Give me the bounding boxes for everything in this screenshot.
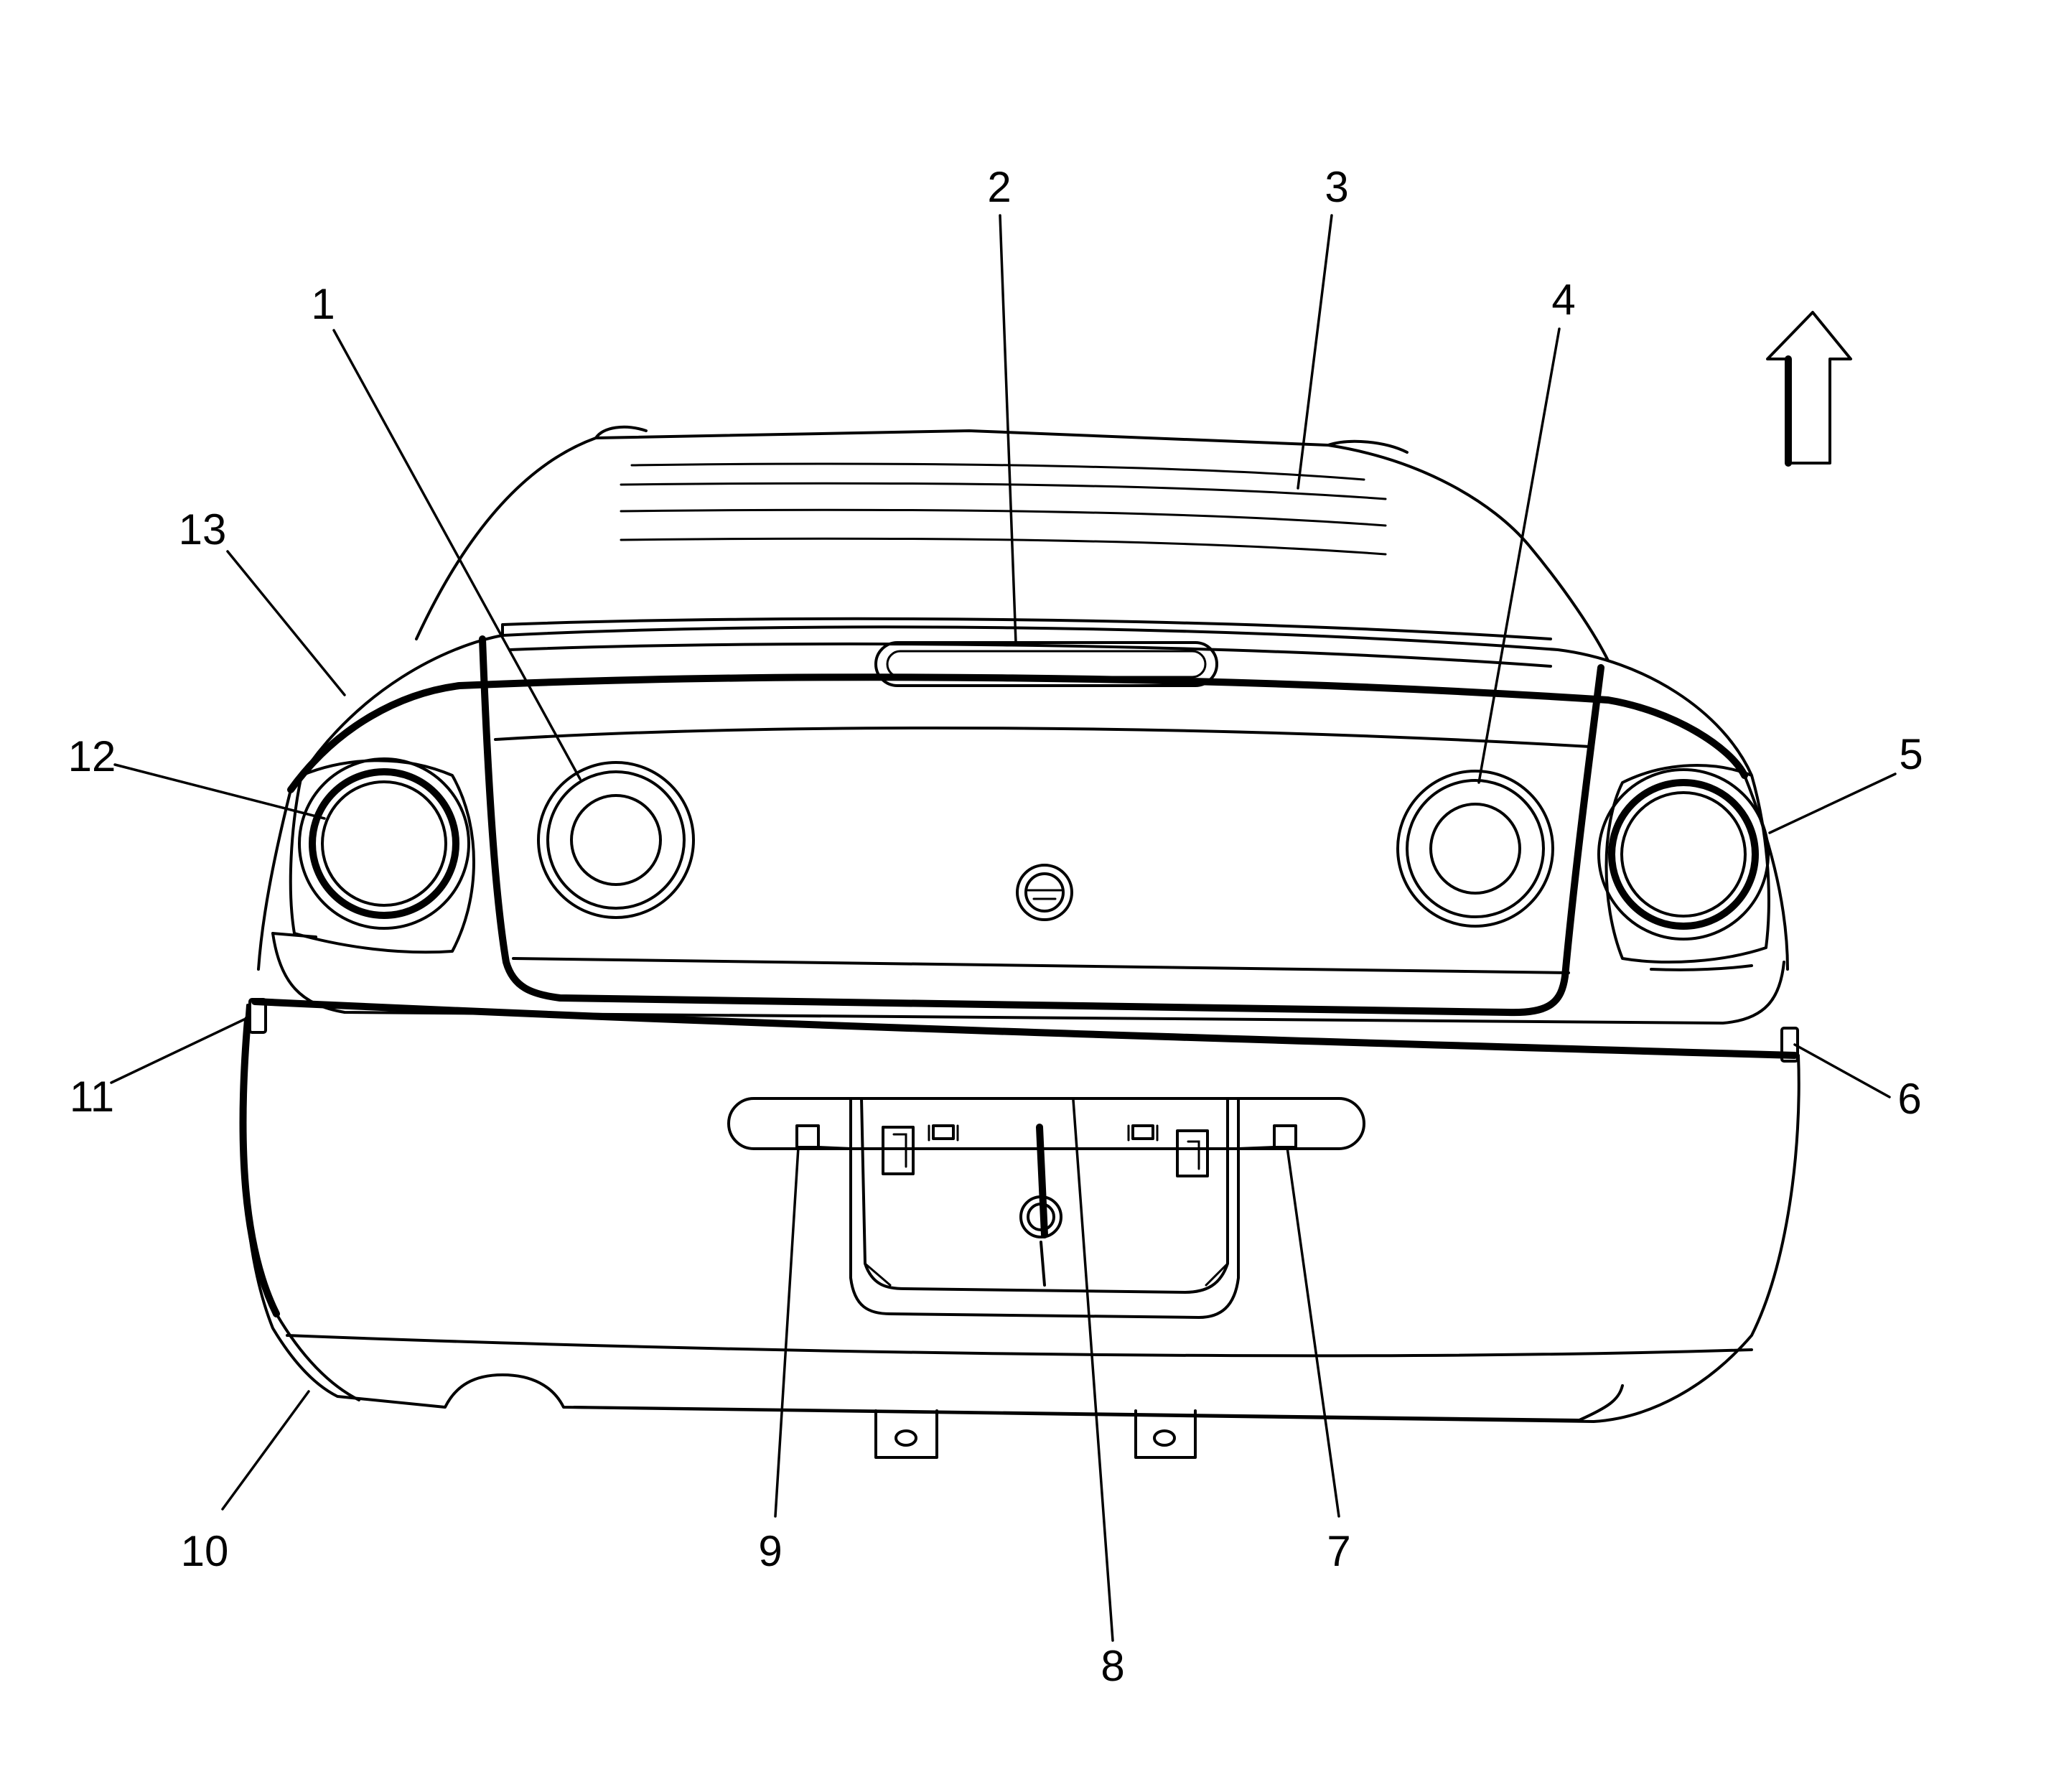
inner-lamp-right [1396,770,1554,928]
tail-lamp-right [1597,764,1770,963]
leader-7 [1286,1146,1340,1518]
callout-5: 5 [1899,730,1923,778]
callout-7: 7 [1327,1527,1350,1575]
callout-13: 13 [179,505,227,554]
callout-8: 8 [1101,1642,1124,1690]
callout-3: 3 [1325,163,1348,211]
inner-lamp-left [537,761,695,919]
rear-window [415,425,1610,662]
leader-lines [110,214,1897,1642]
leader-12 [113,763,326,820]
callout-6: 6 [1897,1075,1921,1123]
leader-2 [999,214,1017,644]
callout-11: 11 [70,1073,114,1121]
tail-lamp-left [289,757,475,954]
side-marker-left [248,998,267,1034]
up-arrow-icon [1766,311,1852,467]
callout-labels: 1 2 3 4 5 6 7 8 9 10 11 12 13 [68,163,1923,1690]
license-plate-area [727,1097,1365,1319]
callout-2: 2 [987,163,1011,211]
leader-6 [1793,1043,1891,1098]
rear-bumper-fascia [239,998,1800,1423]
leader-13 [226,550,346,696]
lower-brackets [874,1409,1197,1459]
leader-10 [221,1390,310,1511]
trunk-emblem [1016,864,1073,921]
callout-10: 10 [181,1527,229,1575]
callout-12: 12 [68,732,116,780]
leader-8 [1072,1098,1114,1642]
callout-4: 4 [1551,276,1575,324]
leader-11 [110,1018,246,1084]
spoiler [287,617,1753,793]
leader-9 [774,1146,800,1518]
trunk-lid [479,635,1604,1017]
side-marker-right [1780,1027,1799,1063]
body-quarter-panels [257,774,1789,1025]
callout-9: 9 [758,1527,782,1575]
leader-4 [1477,327,1561,784]
leader-1 [332,329,581,780]
high-mount-stop-lamp [874,641,1218,687]
callout-1: 1 [311,280,335,328]
leader-3 [1297,214,1333,490]
leader-5 [1768,773,1897,834]
